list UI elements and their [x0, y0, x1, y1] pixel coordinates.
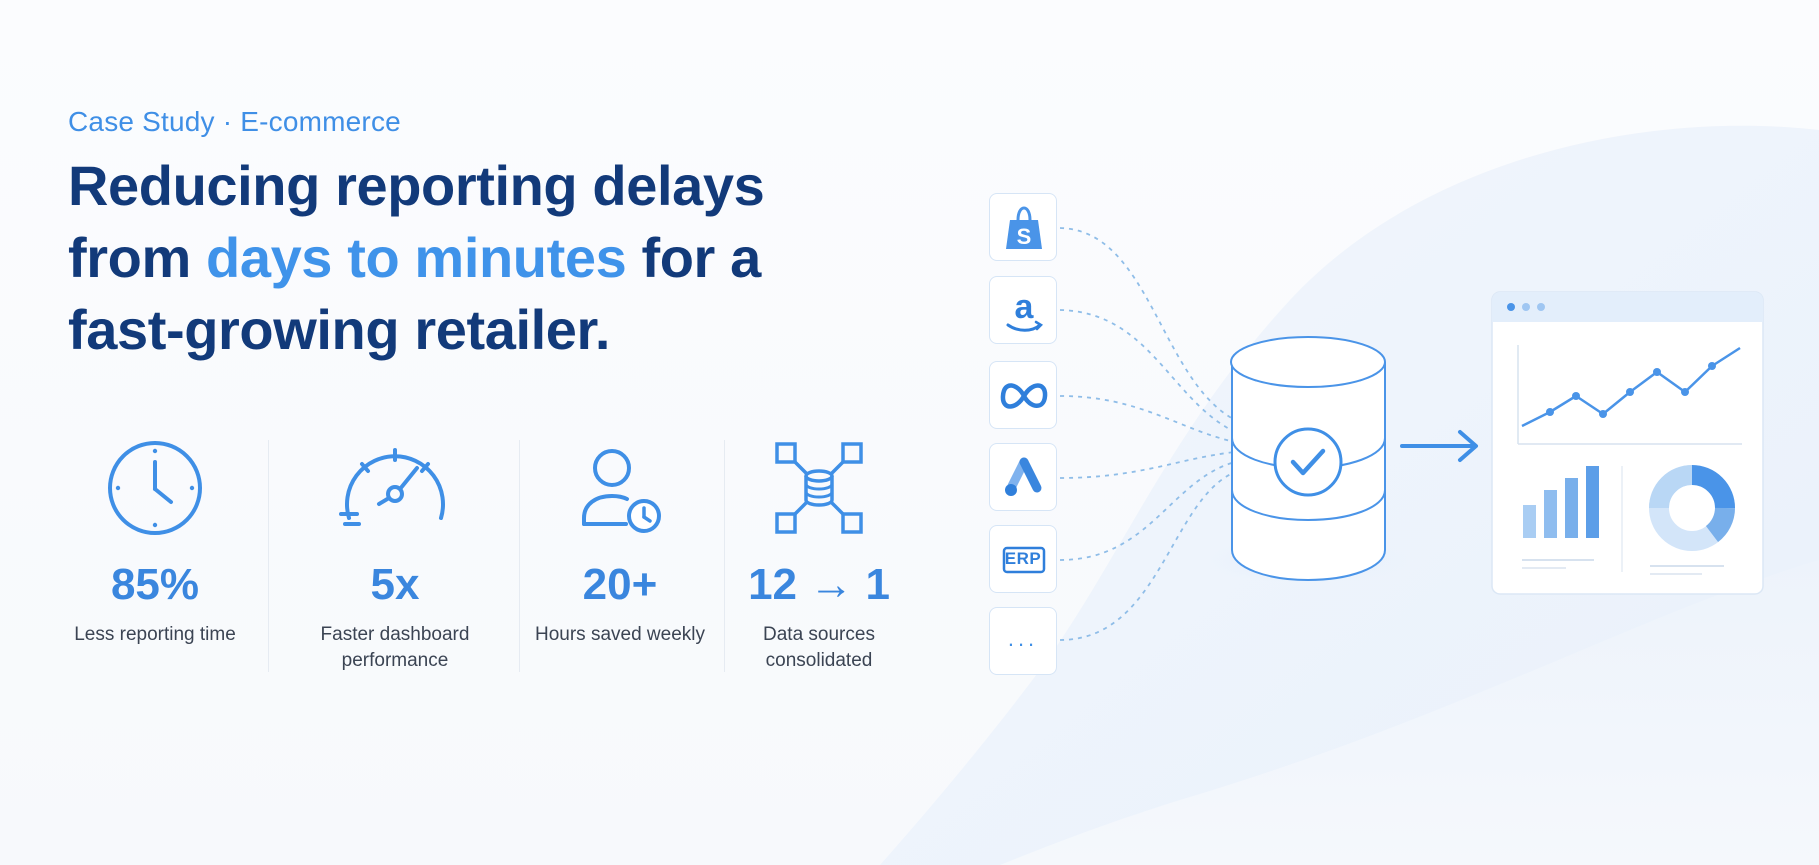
headline-line-2-post: for a	[626, 226, 762, 289]
headline-line-2-pre: from	[68, 226, 207, 289]
amazon-icon: a	[1006, 288, 1044, 332]
svg-text:a: a	[1015, 288, 1035, 326]
headline-highlight: days to minutes	[206, 226, 627, 289]
stat-divider	[724, 440, 725, 672]
headline: Reducing reporting delays from days to m…	[68, 150, 828, 366]
source-tile-google-ads	[989, 443, 1057, 511]
data-hub-icon	[775, 442, 863, 534]
stat-card-hours-saved: 20+ Hours saved weekly	[510, 438, 730, 648]
svg-text:S: S	[1017, 224, 1032, 249]
stat-card-dashboard-performance: 5x Faster dashboard performance	[285, 438, 505, 674]
erp-icon	[1002, 546, 1046, 574]
stat-value: 85%	[110, 560, 200, 609]
source-tile-shopify: S	[989, 193, 1057, 261]
speedometer-icon	[339, 448, 445, 526]
stat-value: 5x	[370, 560, 420, 609]
stat-label: Less reporting time	[74, 624, 236, 645]
meta-icon	[1000, 383, 1048, 409]
headline-line-2: from days to minutes for a	[68, 222, 828, 294]
headline-line-1: Reducing reporting delays	[68, 154, 765, 217]
source-tile-erp: ERP	[989, 525, 1057, 593]
stat-value: 12 → 1	[748, 560, 890, 609]
google-ads-icon	[1005, 457, 1042, 496]
erp-label: ERP	[1004, 549, 1042, 568]
stat-divider	[268, 440, 269, 672]
source-tile-more: ...	[989, 607, 1057, 675]
stat-card-data-sources: 12 → 1 Data sources consolidated	[709, 438, 929, 674]
more-icon: ...	[1007, 626, 1039, 651]
stat-divider	[519, 440, 520, 672]
eyebrow-label: Case Study · E-commerce	[68, 106, 401, 137]
stat-label: Data sources consolidated	[763, 624, 875, 671]
user-clock-icon	[582, 449, 661, 533]
shopify-icon: S	[1006, 206, 1042, 249]
source-tile-amazon: a	[989, 276, 1057, 344]
stat-value: 20+	[582, 560, 658, 609]
source-tile-meta	[989, 361, 1057, 429]
stat-label: Faster dashboard performance	[320, 624, 470, 671]
stat-card-reporting-time: 85% Less reporting time	[45, 438, 265, 648]
headline-line-3: fast-growing retailer.	[68, 298, 610, 361]
clock-icon	[108, 441, 202, 535]
stat-label: Hours saved weekly	[534, 624, 706, 645]
